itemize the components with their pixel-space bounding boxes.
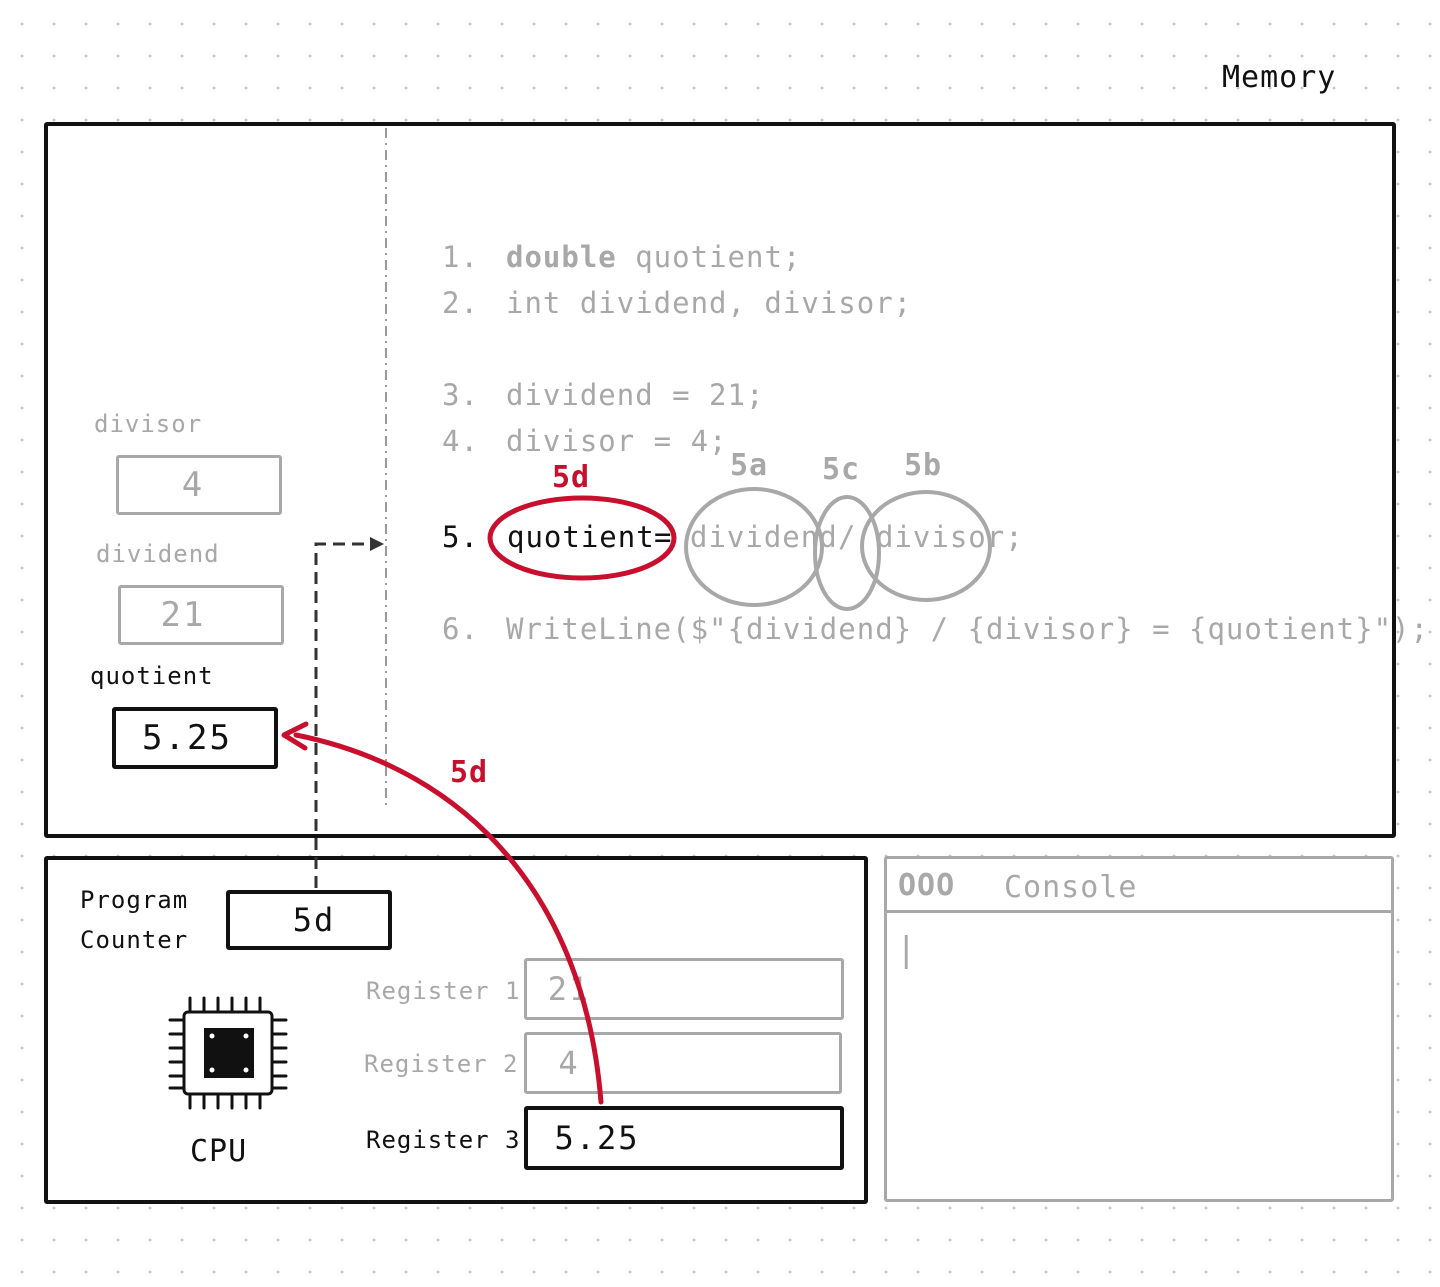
variable-divisor-box — [116, 455, 282, 515]
code-line-3: 3. dividend = 21; — [442, 378, 764, 412]
line-number: 6. — [442, 612, 479, 646]
program-counter-arrow — [314, 542, 372, 888]
step-label-5d: 5d — [552, 460, 591, 495]
result-arrowhead — [281, 721, 309, 751]
result-arrow-label: 5d — [450, 755, 489, 790]
code-text: divisor = 4; — [506, 424, 728, 458]
register-1-label: Register 1 — [366, 977, 521, 1005]
line-number: 3. — [442, 378, 479, 412]
variable-quotient-value: 5.25 — [142, 718, 232, 758]
code-line-5-operator: / — [838, 520, 857, 554]
variable-divisor-value: 4 — [181, 465, 205, 505]
console-title-divider — [884, 910, 1394, 913]
ellipse-5b — [860, 490, 992, 602]
code-line-5-divisor: divisor; — [876, 520, 1024, 554]
code-line-5-number: 5. — [442, 520, 479, 554]
code-line-2: 2. int dividend, divisor; — [442, 286, 912, 320]
variable-quotient-label: quotient — [90, 662, 214, 690]
code-line-4: 4. divisor = 4; — [442, 424, 728, 458]
ellipse-5a — [684, 487, 824, 607]
register-3-value: 5.25 — [554, 1119, 640, 1157]
program-counter-box — [226, 890, 392, 950]
variable-dividend-label: dividend — [96, 540, 220, 568]
code-text: int dividend, divisor; — [506, 286, 913, 320]
code-line-6: 6. WriteLine($"{dividend} / {divisor} = {… — [442, 612, 1429, 646]
variable-quotient-box — [112, 707, 278, 769]
variable-dividend-box — [118, 585, 284, 645]
cpu-label: CPU — [190, 1134, 248, 1169]
line-number: 1. — [442, 240, 479, 274]
line-number: 2. — [442, 286, 479, 320]
register-2-label: Register 2 — [364, 1050, 519, 1078]
memory-title: Memory — [1222, 60, 1337, 95]
program-counter-value: 5d — [292, 901, 336, 939]
variable-dividend-value: 21 — [160, 595, 206, 635]
console-cursor[interactable]: | — [896, 930, 918, 970]
result-arrow — [293, 732, 604, 1105]
program-counter-label-line1: Program — [80, 886, 189, 914]
keyword: double — [506, 240, 617, 274]
step-label-5c: 5c — [822, 452, 861, 487]
register-3-label: Register 3 — [366, 1126, 521, 1154]
code-line-5-target: quotient — [507, 520, 655, 554]
code-line-1: 1. double quotient; — [442, 240, 801, 274]
code-text: WriteLine($"{dividend} / {divisor} = {qu… — [506, 612, 1429, 646]
code-text: dividend = 21; — [506, 378, 765, 412]
code-line-5-dividend: dividend — [690, 520, 838, 554]
ellipse-5c — [813, 495, 881, 611]
ellipse-5d — [487, 495, 677, 581]
variable-divisor-label: divisor — [94, 410, 203, 438]
register-3-box — [524, 1106, 844, 1170]
console-window-dots: OOO — [898, 868, 956, 903]
program-counter-arrowhead — [370, 537, 384, 551]
code-line-5-equals: = — [654, 520, 673, 554]
step-label-5b: 5b — [904, 448, 943, 483]
line-number: 4. — [442, 424, 479, 458]
register-2-box — [524, 1032, 842, 1094]
program-counter-label-line2: Counter — [80, 926, 189, 954]
console-panel — [884, 856, 1394, 1202]
step-label-5a: 5a — [730, 448, 769, 483]
console-title: Console — [1004, 870, 1138, 905]
register-2-value: 4 — [558, 1044, 580, 1082]
code-text: quotient; — [616, 240, 802, 274]
